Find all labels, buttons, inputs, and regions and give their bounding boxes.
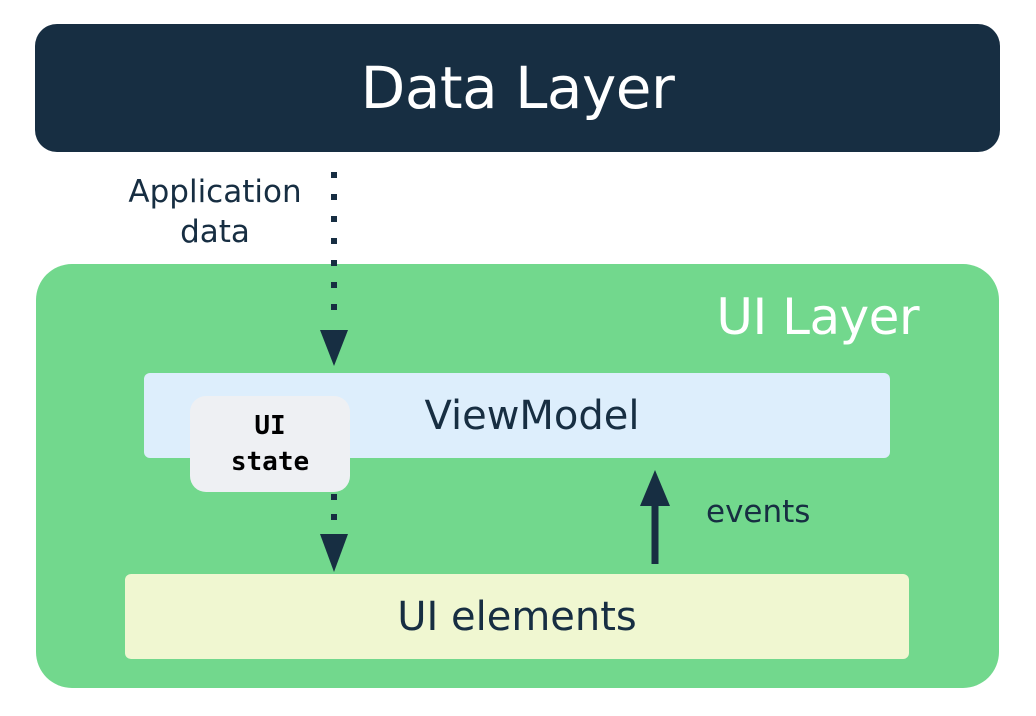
data-layer-box: Data Layer [35,24,1000,152]
data-layer-title: Data Layer [360,54,675,122]
events-arrow-head [640,470,670,506]
application-data-arrow [320,172,348,366]
ui-state-badge: UI state [190,396,350,492]
application-data-line1: Application [128,174,302,210]
ui-elements-label: UI elements [397,593,637,640]
ui-state-arrow-head [320,534,348,572]
ui-state-line1: UI [254,411,286,441]
application-data-line2: data [180,214,250,250]
events-arrow [640,470,670,564]
viewmodel-label: ViewModel [424,392,640,439]
events-label: events [706,494,811,530]
ui-state-arrow [320,494,348,572]
application-data-arrow-head [320,330,348,366]
ui-layer-title: UI Layer [716,288,919,346]
application-data-label: Application data [110,172,320,252]
ui-elements-box: UI elements [125,574,909,659]
ui-state-line2: state [230,447,310,477]
